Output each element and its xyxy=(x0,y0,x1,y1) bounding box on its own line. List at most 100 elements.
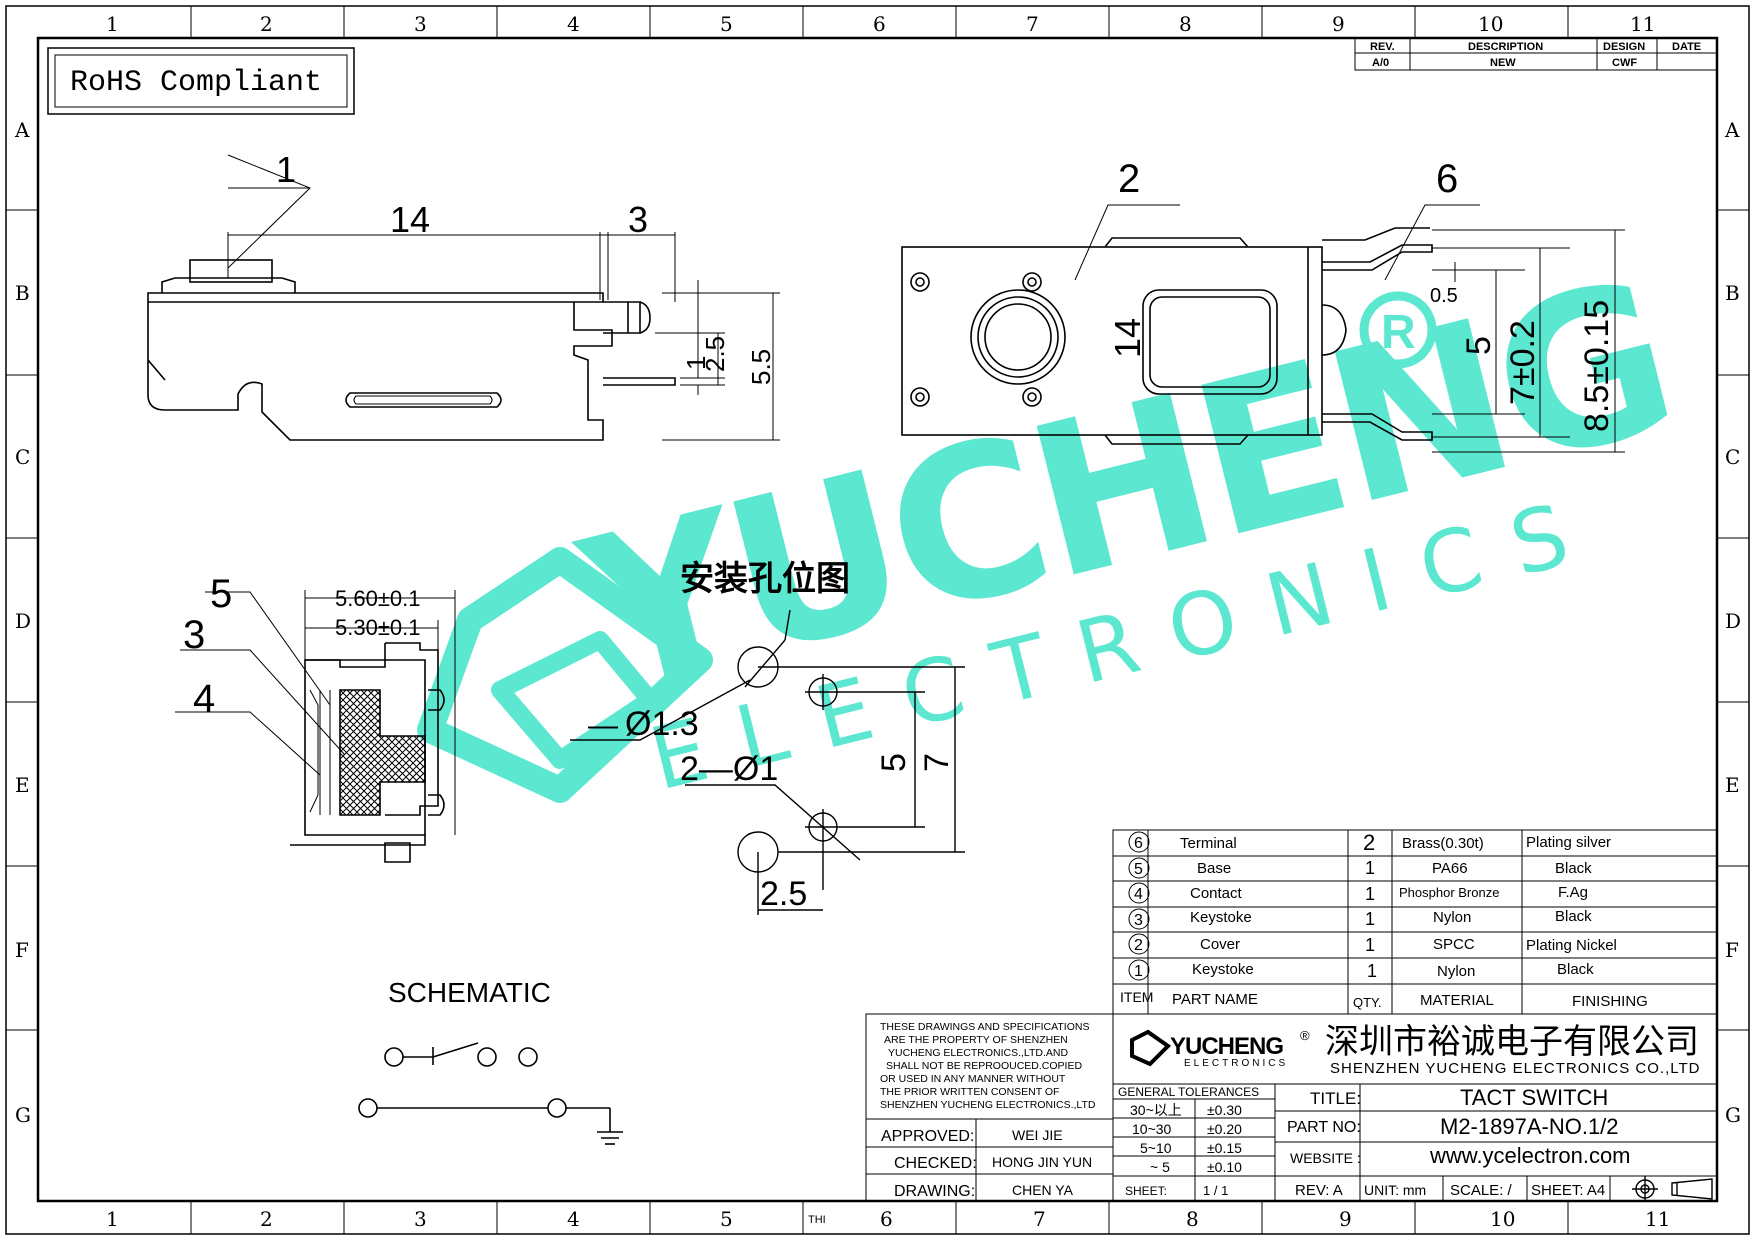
company-cn: 深圳市裕诚电子有限公司 xyxy=(1325,1022,1699,1062)
dim-outer: 8.5±0.15 xyxy=(1578,300,1616,432)
col-label: 8 xyxy=(1179,12,1192,36)
bom-name: Keystoke xyxy=(1190,909,1252,926)
bom-finish: Black xyxy=(1555,860,1592,877)
callout-2: 2 xyxy=(1118,157,1140,201)
scale-field: SCALE: / xyxy=(1450,1182,1513,1199)
sig-role: APPROVED: xyxy=(881,1128,974,1145)
table-row: 5 Base 1 PA66 Black xyxy=(1134,858,1592,878)
col-label: 6 xyxy=(880,1207,893,1231)
bom-no: 1 xyxy=(1134,963,1143,980)
schematic-symbol xyxy=(358,1042,623,1145)
company-logo: YUCHENG ® ELECTRONICS 深圳市裕诚电子有限公司 SHENZH… xyxy=(1130,1022,1701,1077)
row-label: E xyxy=(15,773,30,797)
bom-material: Nylon xyxy=(1433,909,1471,926)
callout-4: 4 xyxy=(193,677,215,721)
tol-range: ~ 5 xyxy=(1150,1159,1170,1175)
title-fields: TITLE: TACT SWITCH PART NO: M2-1897A-NO.… xyxy=(1287,1085,1631,1199)
sig-name: WEI JIE xyxy=(1012,1127,1063,1143)
row-label: B xyxy=(15,281,30,305)
bom-finish: Black xyxy=(1555,908,1592,925)
side-view-dims xyxy=(227,154,780,441)
logo-registered: ® xyxy=(1300,1028,1310,1043)
logo-sub: ELECTRONICS xyxy=(1184,1058,1288,1069)
watermark-registered-ring xyxy=(1359,291,1437,369)
bom-no: 4 xyxy=(1134,886,1143,903)
rev-header: DESIGN xyxy=(1603,41,1645,53)
col-label: 3 xyxy=(414,12,427,36)
dim-pitch: 5 xyxy=(1460,336,1498,355)
col-label: 9 xyxy=(1339,1207,1352,1231)
sheet-label: SHEET: xyxy=(1125,1184,1167,1198)
logo-mark-icon xyxy=(1130,1029,1172,1067)
bom-finish: Plating silver xyxy=(1526,834,1611,851)
row-label: F xyxy=(15,938,29,962)
pcb-dim-span: 7 xyxy=(918,753,956,772)
bom-header-qty: QTY. xyxy=(1353,995,1382,1010)
dim-h-mid: 2.5 xyxy=(700,336,730,372)
rev-field: REV: A xyxy=(1295,1182,1343,1199)
tolerances: GENERAL TOLERANCES 30~以上 ±0.30 10~30 ±0.… xyxy=(1118,1085,1259,1198)
schematic-label: SCHEMATIC xyxy=(388,977,551,1008)
callout-3: 3 xyxy=(183,613,205,657)
website-value[interactable]: www.ycelectron.com xyxy=(1429,1143,1631,1168)
rohs-label: RoHS Compliant xyxy=(70,66,322,100)
pcb-hole-big: Ø1.3 xyxy=(625,705,699,743)
table-header: ITEM PART NAME QTY. MATERIAL FINISHING xyxy=(1120,989,1648,1010)
col-label: 10 xyxy=(1490,1207,1515,1231)
title-block xyxy=(865,1013,1718,1202)
watermark-registered: R xyxy=(1381,306,1416,359)
section-view xyxy=(290,642,445,863)
rohs-box: RoHS Compliant xyxy=(47,47,355,115)
rev-value: A/0 xyxy=(1372,57,1389,69)
row-label: E xyxy=(1725,773,1740,797)
sig-role: CHECKED: xyxy=(894,1155,977,1172)
tol-value: ±0.15 xyxy=(1207,1140,1242,1156)
tol-value: ±0.10 xyxy=(1207,1159,1242,1175)
bom-no: 3 xyxy=(1134,912,1143,929)
col-label: 4 xyxy=(567,12,580,36)
row-label: B xyxy=(1725,281,1740,305)
pcb-title: 安装孔位图 xyxy=(680,559,850,599)
notice-line: ARE THE PROPERTY OF SHENZHEN xyxy=(884,1034,1068,1046)
tol-range: 10~30 xyxy=(1132,1121,1172,1137)
rev-value: NEW xyxy=(1490,57,1516,69)
website-label: WEBSITE : xyxy=(1290,1150,1361,1166)
top-view xyxy=(901,227,1433,445)
notice-line: OR USED IN ANY MANNER WITHOUT xyxy=(880,1073,1066,1085)
bom-finish: F.Ag xyxy=(1558,884,1588,901)
section-view-dims xyxy=(175,590,456,835)
pcb-dim-offset: 2.5 xyxy=(760,875,807,913)
callout-6: 6 xyxy=(1436,157,1458,201)
sheet-size-field: SHEET: A4 xyxy=(1531,1182,1605,1199)
dim-outer-width: 5.60±0.1 xyxy=(335,586,420,611)
tol-value: ±0.30 xyxy=(1207,1102,1242,1118)
bom-finish: Black xyxy=(1557,961,1594,978)
notice-line: SHENZHEN YUCHENG ELECTRONICS.,LTD xyxy=(880,1099,1096,1111)
col-label: 4 xyxy=(567,1207,580,1231)
dim-h-pin: 1 xyxy=(681,356,711,370)
dim-inner: 7±0.2 xyxy=(1504,320,1542,405)
col-label: 2 xyxy=(260,12,273,36)
sig-name: CHEN YA xyxy=(1012,1182,1074,1198)
row-label: G xyxy=(15,1103,31,1127)
notice-line: YUCHENG ELECTRONICS.,LTD.AND xyxy=(888,1047,1068,1059)
dim-h-total: 5.5 xyxy=(746,349,776,385)
row-label: A xyxy=(14,118,30,142)
col-label: 5 xyxy=(720,12,733,36)
company-en: SHENZHEN YUCHENG ELECTRONICS CO.,LTD xyxy=(1330,1060,1701,1077)
rev-header: DESCRIPTION xyxy=(1468,41,1543,53)
title-notice: THESE DRAWINGS AND SPECIFICATIONS ARE TH… xyxy=(880,1021,1096,1111)
bom-header-finish: FINISHING xyxy=(1572,993,1648,1010)
pcb-layout xyxy=(570,609,965,915)
col-label: 9 xyxy=(1332,12,1345,36)
sheet-value: 1 / 1 xyxy=(1203,1183,1228,1198)
title-value: TACT SWITCH xyxy=(1460,1085,1608,1110)
row-label: D xyxy=(15,609,31,633)
tol-title: GENERAL TOLERANCES xyxy=(1118,1085,1259,1099)
row-label: C xyxy=(15,445,30,469)
dim-length: 14 xyxy=(390,199,430,240)
pcb-hole-small: 2—Ø1 xyxy=(680,750,778,788)
col-label: 7 xyxy=(1033,1207,1046,1231)
bom-name: Contact xyxy=(1190,885,1243,902)
